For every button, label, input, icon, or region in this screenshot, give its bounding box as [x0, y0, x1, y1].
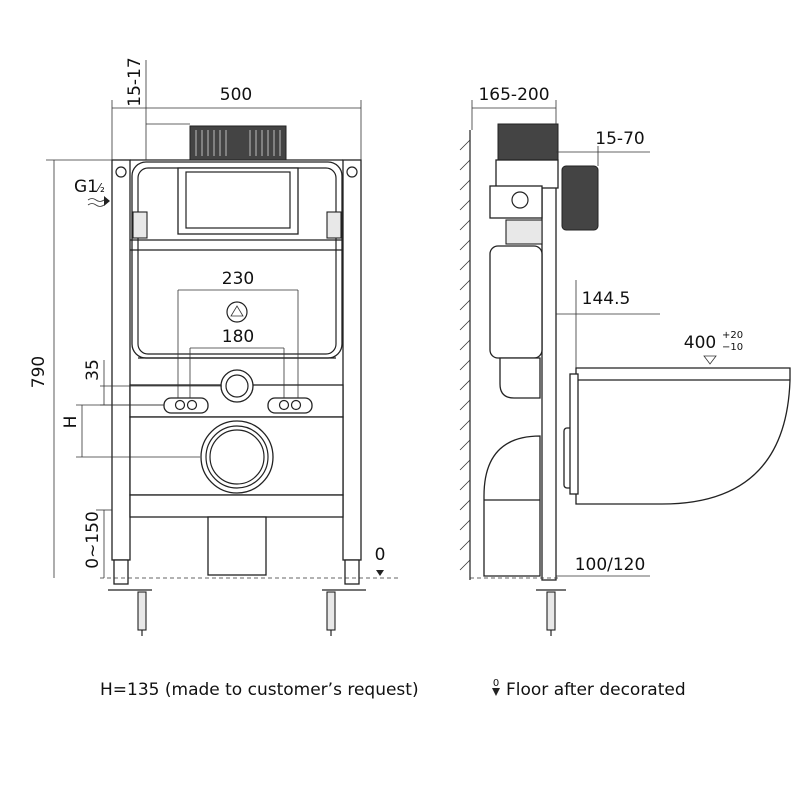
pipe-height-label: 144.5 [582, 289, 631, 309]
floor-note: 0 Floor after decorated [492, 678, 686, 700]
flush-button-panel [561, 165, 599, 231]
h-note: H=135 (made to customer’s request) [100, 680, 419, 700]
side-view: 165-200 15-70 144.5 400 +20 −10 100/120 [459, 85, 791, 636]
bolt-spacing-inner-label: 180 [222, 327, 254, 347]
drain-outlet [200, 420, 274, 494]
water-inlet-label: G1⁄₂ [74, 177, 105, 197]
down-arrow-icon [492, 688, 500, 696]
floor-range-label: 0~150 [83, 511, 103, 569]
bowl-tolerance-plus: +20 [722, 330, 743, 341]
drain-elbow [483, 435, 541, 577]
bowl-tolerance-minus: −10 [722, 342, 743, 353]
spacing-35-label: 35 [83, 359, 103, 381]
toilet-bowl [575, 367, 791, 505]
side-cistern [489, 245, 543, 359]
inlet-valve [489, 185, 543, 219]
recycle-icon [226, 301, 248, 323]
left-bolt-slot [163, 397, 209, 414]
h-label: H [61, 416, 81, 429]
side-frame-post [541, 159, 557, 581]
top-access-port [189, 125, 287, 161]
drain-label: 100/120 [575, 555, 646, 575]
floor-zero-label: 0 [375, 545, 386, 565]
left-frame-post [111, 159, 131, 561]
flush-valve-box [177, 167, 299, 235]
right-frame-post [342, 159, 362, 561]
floor-note-text: Floor after decorated [506, 680, 686, 700]
bowl-projection-label: 400 [684, 333, 716, 353]
top-offset-label: 15-17 [125, 57, 145, 106]
front-view: 500 15-17 790 G1⁄₂ 230 180 35 H [29, 57, 400, 636]
height-label: 790 [29, 356, 49, 388]
width-label: 500 [220, 85, 252, 105]
bolt-spacing-outer-label: 230 [222, 269, 254, 289]
right-bolt-slot [267, 397, 313, 414]
floor-note-symbol: 0 [493, 678, 499, 689]
depth-label: 165-200 [478, 85, 549, 105]
side-top-port [497, 123, 559, 161]
button-offset-label: 15-70 [595, 129, 644, 149]
